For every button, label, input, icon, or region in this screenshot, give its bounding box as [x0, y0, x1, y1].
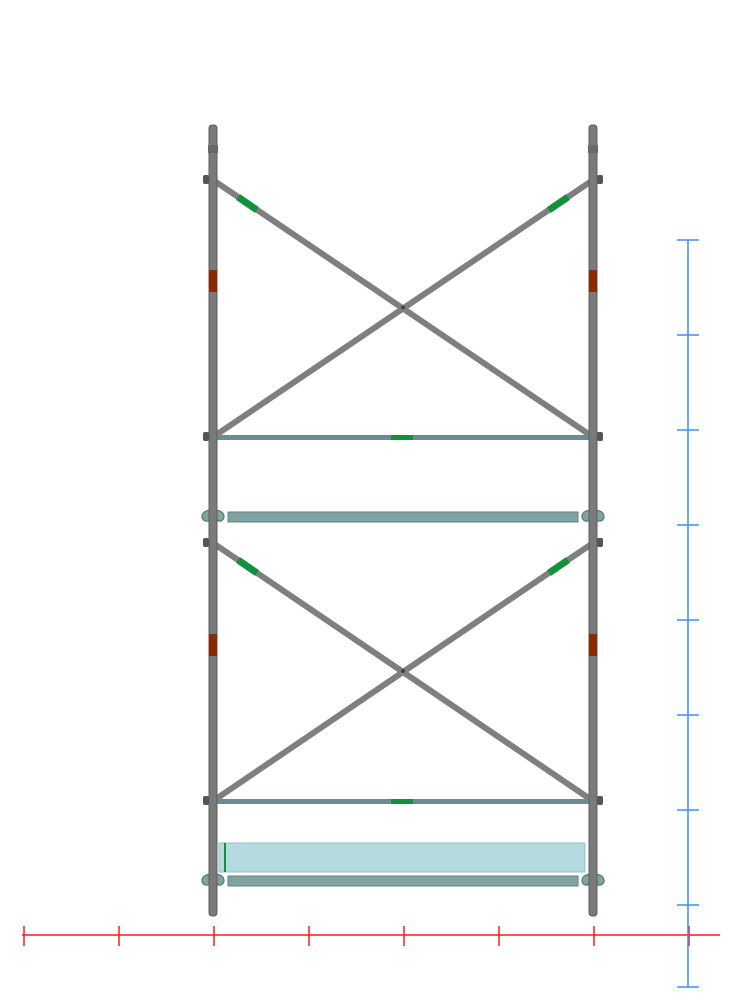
deck-beam — [227, 511, 579, 523]
brace-clamp — [597, 432, 603, 441]
post-collar — [208, 145, 218, 153]
post-marker — [209, 634, 217, 656]
brace-sleeve — [547, 194, 570, 213]
brace-clamp — [203, 796, 209, 805]
brace-clamp — [203, 175, 209, 184]
post-marker — [209, 270, 217, 292]
ledger-sleeve — [391, 799, 413, 804]
brace-pivot — [401, 305, 405, 310]
brace-clamp — [203, 538, 209, 547]
brace-clamp — [597, 796, 603, 805]
ledger-sleeve — [391, 435, 413, 440]
brace-pivot — [401, 669, 405, 673]
brace-clamp — [203, 432, 209, 441]
deck-beam — [227, 875, 579, 887]
post-marker — [589, 270, 597, 292]
deck-panel — [218, 842, 586, 873]
scaffold-post — [208, 124, 218, 917]
post-collar — [588, 145, 598, 153]
brace-sleeve — [236, 557, 259, 576]
brace-clamp — [597, 175, 603, 184]
scaffold-post — [588, 124, 598, 917]
brace-clamp — [597, 538, 603, 547]
brace-sleeve — [236, 194, 259, 213]
post-marker — [589, 634, 597, 656]
brace-sleeve — [547, 557, 570, 576]
